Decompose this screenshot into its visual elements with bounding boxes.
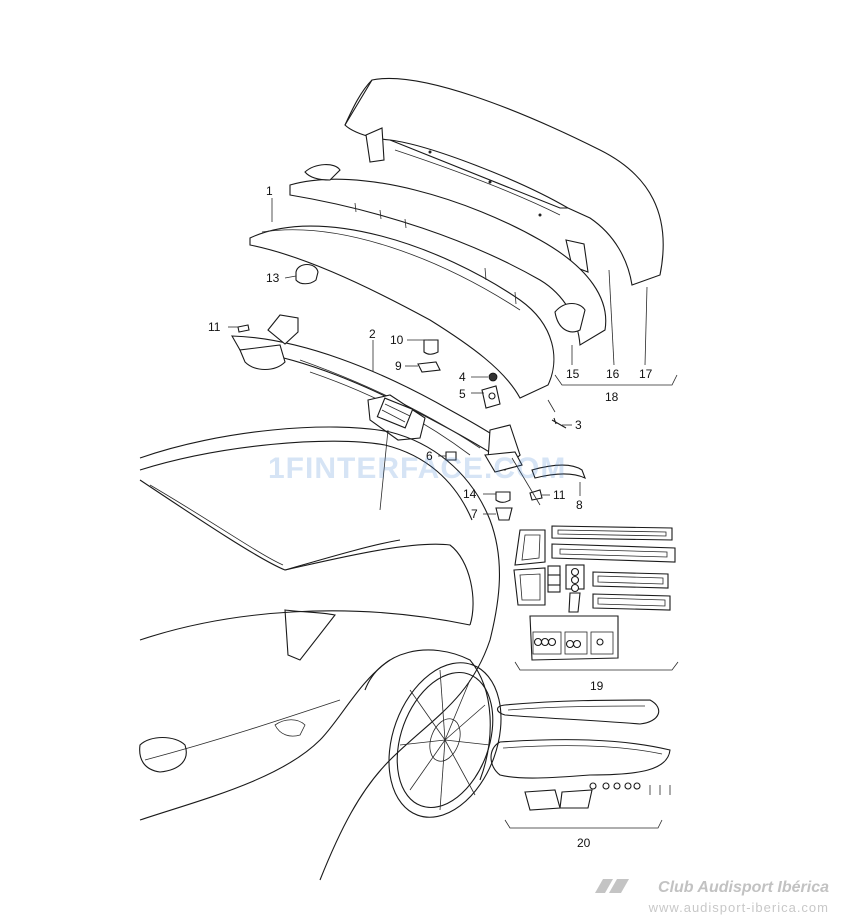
label-8: 8 xyxy=(576,498,583,512)
label-1: 1 xyxy=(266,184,273,198)
label-14: 14 xyxy=(463,487,477,501)
label-7: 7 xyxy=(471,507,478,521)
rear-wing-17 xyxy=(344,77,664,286)
spoiler-base-15 xyxy=(249,225,555,399)
decal-set-19 xyxy=(513,525,676,661)
label-2: 2 xyxy=(369,327,376,341)
label-18: 18 xyxy=(605,390,619,404)
seal-set-20 xyxy=(490,699,671,811)
label-11-left: 11 xyxy=(208,320,221,334)
label-20: 20 xyxy=(577,836,591,850)
watermark-text: 1FINTERFACE.COM xyxy=(268,452,567,485)
label-17: 17 xyxy=(639,367,653,381)
label-13: 13 xyxy=(266,271,280,285)
label-15: 15 xyxy=(566,367,580,381)
label-4: 4 xyxy=(459,370,466,384)
leader-lines xyxy=(228,198,679,829)
label-6: 6 xyxy=(426,449,433,463)
label-11-right: 11 xyxy=(553,488,566,502)
wheel xyxy=(388,662,502,818)
label-3: 3 xyxy=(575,418,582,432)
label-9: 9 xyxy=(395,359,402,373)
club-name: Club Audisport Ibérica xyxy=(658,879,829,896)
spoiler-blade-16 xyxy=(289,164,607,346)
part-labels: 1 2 3 4 5 6 7 8 9 10 11 11 13 14 15 16 1… xyxy=(208,184,653,850)
club-logo-icon xyxy=(595,879,629,893)
club-url: www.audisport-iberica.com xyxy=(648,900,829,915)
label-16: 16 xyxy=(606,367,620,381)
small-parts xyxy=(237,263,586,521)
spoiler-motor xyxy=(367,394,426,511)
label-5: 5 xyxy=(459,387,466,401)
label-10: 10 xyxy=(390,333,404,347)
car-body-outline xyxy=(139,426,500,881)
label-19: 19 xyxy=(590,679,604,693)
